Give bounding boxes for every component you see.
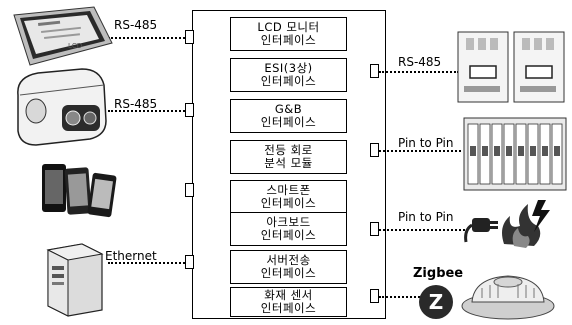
port-right-fire	[370, 289, 379, 303]
printer-icon	[10, 65, 110, 147]
module-label-line2: 인터페이스	[231, 34, 346, 47]
module-fire-sensor-interface: 화재 센서 인터페이스	[230, 287, 347, 317]
port-right-arc	[370, 222, 379, 236]
connection-line-esi	[379, 71, 459, 73]
circuit-breakers-icon	[462, 116, 568, 192]
connection-line-arc	[379, 229, 465, 231]
module-lcd-interface: LCD 모니터 인터페이스	[230, 17, 347, 51]
monitor-screen-text: LCD	[68, 42, 82, 50]
smartphones-icon	[40, 158, 118, 220]
module-gb-interface: G&B 인터페이스	[230, 99, 347, 133]
lcd-monitor-icon: LCD	[8, 5, 114, 67]
port-left-smartphone	[185, 183, 194, 197]
connection-line-lighting	[379, 150, 461, 152]
arc-fire-plug-icon	[464, 196, 556, 252]
module-server-transfer-interface: 서버전송 인터페이스	[230, 250, 347, 284]
port-right-lighting	[370, 143, 379, 157]
protocol-label-lighting: Pin to Pin	[398, 136, 454, 150]
module-label-line2: 인터페이스	[231, 75, 346, 88]
module-lighting-analysis: 전등 회로 분석 모듈	[230, 140, 347, 174]
zigbee-badge-text: Z	[429, 290, 444, 314]
module-label-line2: 인터페이스	[231, 197, 346, 210]
port-left-printer	[185, 103, 194, 117]
connection-line-lcd	[108, 37, 185, 39]
zigbee-logo-icon: Z	[418, 284, 454, 320]
module-label-line2: 분석 모듈	[231, 157, 346, 170]
module-label-line2: 인터페이스	[231, 229, 346, 242]
protocol-label-lcd: RS-485	[114, 18, 157, 32]
module-smartphone-interface: 스마트폰 인터페이스	[230, 180, 347, 214]
protocol-label-printer: RS-485	[114, 97, 157, 111]
module-label-line2: 인터페이스	[231, 116, 346, 129]
protocol-label-esi: RS-485	[398, 55, 441, 69]
port-left-lcd	[185, 30, 194, 44]
protocol-label-arc: Pin to Pin	[398, 210, 454, 224]
zigbee-label: Zigbee	[413, 266, 463, 281]
server-pc-icon	[42, 240, 106, 318]
module-label-line2: 인터페이스	[231, 302, 346, 315]
module-arcboard-interface: 아크보드 인터페이스	[230, 212, 347, 246]
smoke-detector-icon	[458, 268, 558, 322]
module-esi-interface: ESI(3상) 인터페이스	[230, 58, 347, 92]
breaker-panel-icon	[456, 30, 568, 104]
port-left-server	[185, 255, 194, 269]
port-right-esi	[370, 64, 379, 78]
module-label-line2: 인터페이스	[231, 267, 346, 280]
protocol-label-server: Ethernet	[105, 249, 157, 263]
